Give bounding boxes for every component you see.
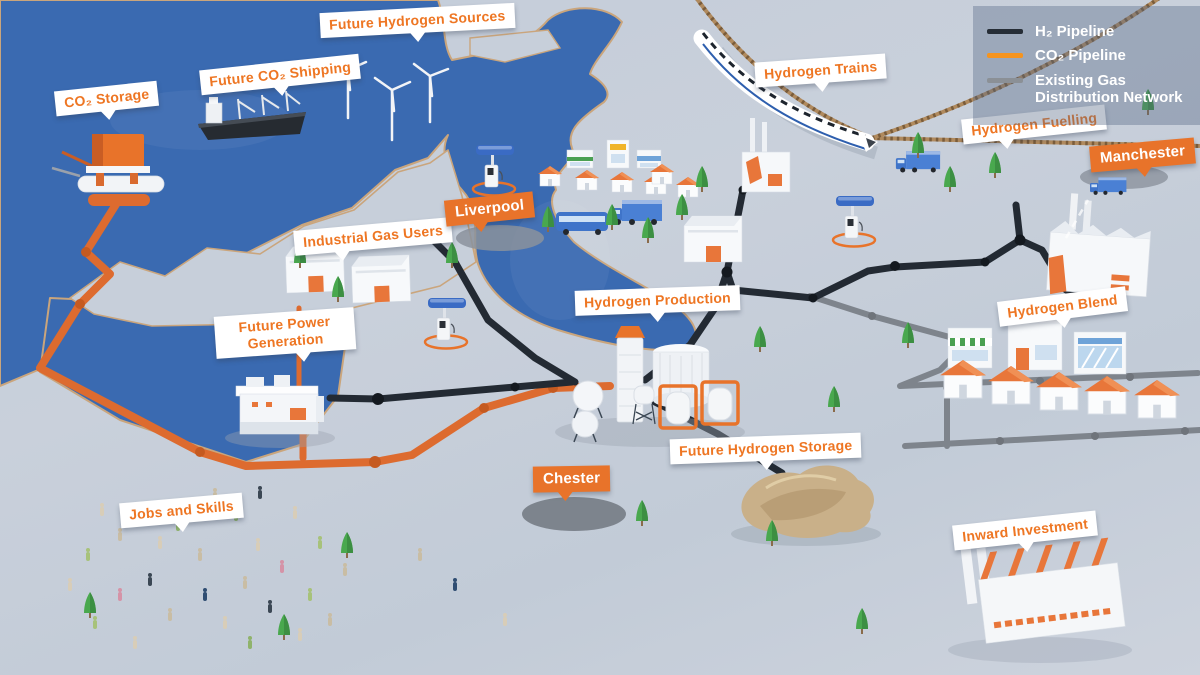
legend-item-gas: Existing Gas Distribution Network <box>987 72 1200 107</box>
callout-label: Future Hydrogen Sources <box>328 7 506 33</box>
factory-with-chimneys <box>741 118 791 193</box>
bus <box>556 212 608 235</box>
city-name: Liverpool <box>454 196 525 221</box>
callout-label: Hydrogen Trains <box>763 58 878 82</box>
liverpool-footprint <box>456 225 544 251</box>
fuel-station <box>423 296 469 350</box>
hydrogen-blend-buildings <box>939 310 1181 419</box>
co2-pipeline-swatch <box>987 53 1023 59</box>
h2-pipeline-swatch <box>987 29 1023 35</box>
warehouse <box>683 215 743 263</box>
hydrogen-train <box>693 29 878 160</box>
city-name: Chester <box>542 469 601 488</box>
legend-item-co2: CO₂ Pipeline <box>987 47 1200 64</box>
legend-label: H₂ Pipeline <box>1035 23 1115 40</box>
callout-label: Jobs and Skills <box>128 497 235 523</box>
chester-footprint <box>522 497 626 531</box>
liverpool-area <box>471 139 701 235</box>
city-name: Manchester <box>1099 142 1186 167</box>
h2-pipeline-joints <box>372 185 1026 405</box>
co2-storage-platform <box>51 134 165 206</box>
callout-label: CO₂ Storage <box>63 85 150 111</box>
legend: H₂ Pipeline CO₂ Pipeline Existing Gas Di… <box>973 6 1200 125</box>
co2-ship <box>198 90 306 140</box>
callout-label: Hydrogen Production <box>583 289 732 311</box>
callout-label: Future Hydrogen Storage <box>678 436 853 460</box>
legend-item-h2: H₂ Pipeline <box>987 23 1200 40</box>
callout-label: Future Power Generation <box>238 312 331 352</box>
legend-label: CO₂ Pipeline <box>1035 47 1126 65</box>
gas-network-swatch <box>987 77 1023 83</box>
fuel-station <box>831 194 877 248</box>
hydrogen-storage-rock <box>731 465 881 546</box>
city-label-chester: Chester <box>532 465 611 493</box>
power-generation-plant <box>225 375 335 448</box>
manchester-factory <box>1046 193 1151 298</box>
legend-label: Existing Gas Distribution Network <box>1035 71 1183 106</box>
inward-investment-factory <box>948 531 1132 663</box>
